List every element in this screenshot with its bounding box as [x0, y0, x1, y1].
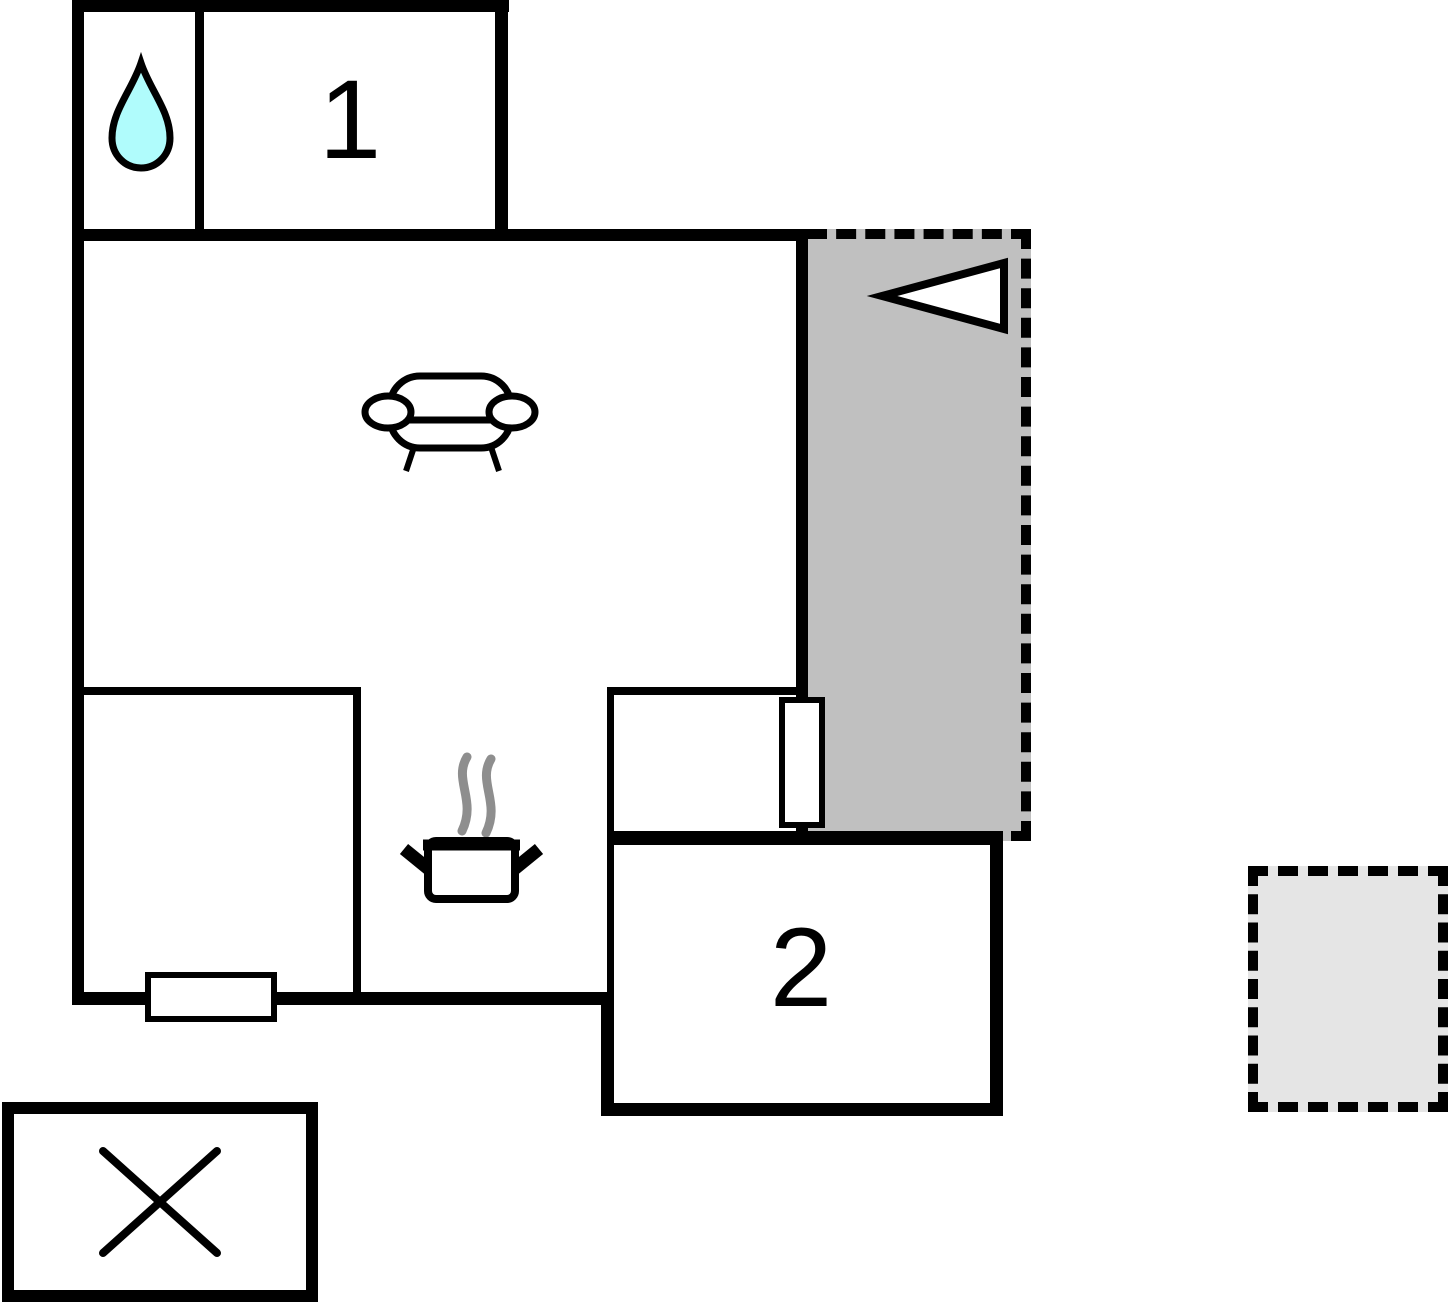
wall-kitchen-right — [353, 687, 361, 992]
cooking-pot-icon — [399, 752, 544, 903]
annex-plot-area — [1248, 866, 1448, 1112]
wall-main-right — [796, 229, 808, 833]
wall-kitchen-top — [84, 687, 361, 695]
door-to-terrace — [779, 697, 825, 828]
wall-outer-left — [72, 0, 84, 1005]
window-bottom-wall — [145, 972, 277, 1022]
wall-hall-top — [613, 687, 797, 695]
wall-bathroom-partition — [195, 10, 204, 232]
wall-room2-top — [608, 831, 1002, 845]
wall-room2-left — [601, 992, 614, 1116]
wall-top-block-right — [495, 0, 508, 240]
room-1-label: 1 — [318, 57, 382, 182]
wall-main-top — [72, 229, 808, 241]
room-2-label: 2 — [769, 905, 833, 1030]
wall-room2-right — [990, 831, 1003, 1116]
wall-room2-bottom — [601, 1103, 1002, 1116]
terrace-area — [807, 229, 1031, 841]
water-drop-icon — [108, 51, 174, 172]
sofa-icon — [361, 372, 539, 472]
outbuilding-box — [2, 1102, 318, 1302]
wall-top-block-top — [72, 0, 509, 12]
